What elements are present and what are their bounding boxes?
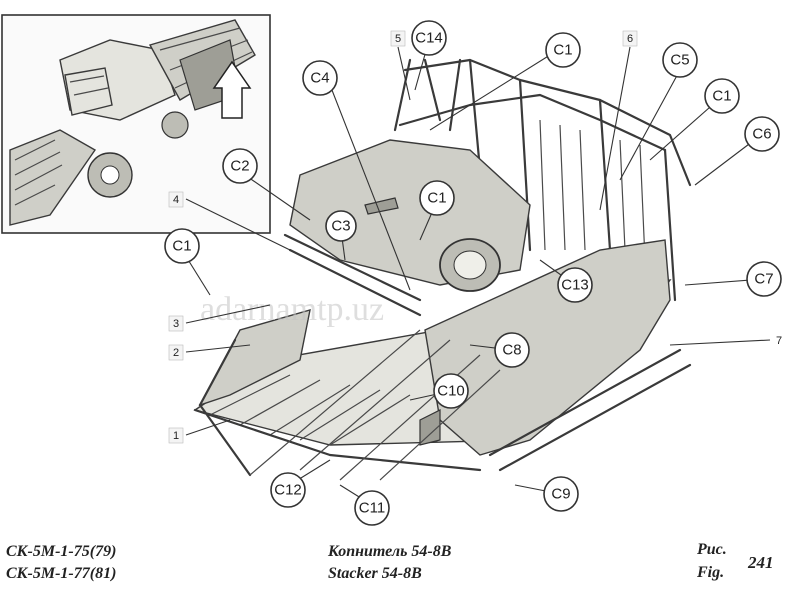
part-number-1: 1 (168, 427, 184, 444)
callout-c8: C8 (494, 332, 530, 368)
svg-text:C5: C5 (670, 52, 689, 69)
callout-c10: C10 (433, 373, 469, 409)
callout-c11: C11 (354, 490, 390, 526)
callout-c12: C12 (270, 472, 306, 508)
inset-combine-view (1, 14, 271, 234)
svg-text:C14: C14 (415, 30, 443, 47)
part-number-3: 3 (168, 315, 184, 332)
stacker-body (193, 58, 692, 481)
callout-c1-top: C1 (545, 32, 581, 68)
svg-text:6: 6 (627, 33, 633, 45)
part-number-2: 2 (168, 344, 184, 361)
svg-text:2: 2 (173, 347, 179, 359)
callout-c1-mid: C1 (419, 180, 455, 216)
part-number-5: 5 (390, 30, 406, 47)
callout-c14: C14 (411, 20, 447, 56)
model-line-1: СК-5М-1-75(79) (6, 543, 117, 560)
callout-c9: C9 (543, 476, 579, 512)
svg-text:C3: C3 (331, 218, 350, 235)
svg-text:C12: C12 (274, 482, 302, 499)
part-number-4: 4 (168, 191, 184, 208)
fig-label-ru: Рис. (697, 541, 727, 558)
svg-text:3: 3 (173, 318, 179, 330)
figure-title-ru: Копнитель 54-8В (328, 543, 452, 560)
svg-text:4: 4 (173, 194, 179, 206)
svg-text:C1: C1 (553, 42, 572, 59)
svg-text:C8: C8 (502, 342, 521, 359)
svg-text:C4: C4 (310, 70, 329, 87)
svg-text:C9: C9 (551, 486, 570, 503)
part-number-7: 7 (776, 335, 782, 347)
callout-c4: C4 (302, 60, 338, 96)
callout-c6: C6 (744, 116, 780, 152)
callout-c3: C3 (325, 210, 357, 242)
svg-text:C13: C13 (561, 277, 589, 294)
model-line-2: СК-5М-1-77(81) (6, 565, 117, 582)
callout-c7: C7 (746, 261, 782, 297)
svg-text:C1: C1 (427, 190, 446, 207)
svg-text:1: 1 (173, 430, 179, 442)
figure-title-en: Stacker 54-8B (328, 565, 422, 582)
svg-text:C7: C7 (754, 271, 773, 288)
svg-text:5: 5 (395, 33, 401, 45)
fig-label-en: Fig. (697, 564, 725, 581)
svg-text:C10: C10 (437, 383, 465, 400)
svg-text:C1: C1 (712, 88, 731, 105)
watermark: adarnamtp.uz (200, 291, 384, 328)
callout-c5: C5 (662, 42, 698, 78)
svg-text:C6: C6 (752, 126, 771, 143)
fig-number: 241 (748, 553, 774, 572)
svg-text:C1: C1 (172, 238, 191, 255)
callout-c1-left: C1 (164, 228, 200, 264)
svg-text:7: 7 (776, 335, 782, 347)
callout-c2: C2 (222, 148, 258, 184)
svg-text:C11: C11 (359, 500, 385, 517)
callout-c13: C13 (557, 267, 593, 303)
callout-c1-right: C1 (704, 78, 740, 114)
part-number-6: 6 (622, 30, 638, 47)
svg-text:C2: C2 (230, 158, 249, 175)
